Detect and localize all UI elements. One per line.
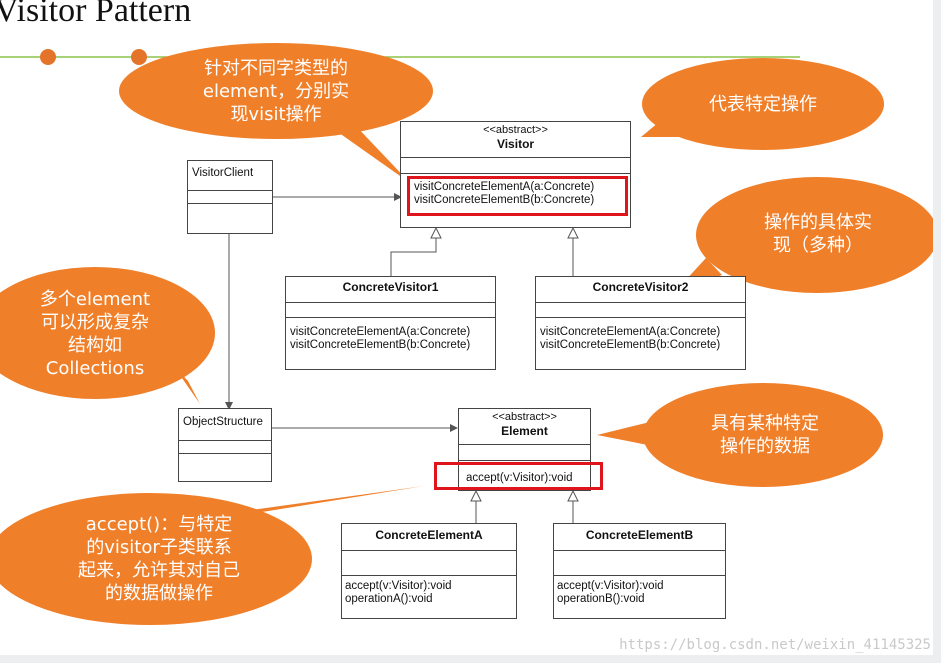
callout-element-visit: 针对不同字类型的 element，分别实 现visit操作 bbox=[140, 48, 412, 134]
callout-specific-op: 代表特定操作 bbox=[645, 80, 881, 128]
visitor-stereotype: <<abstract>> bbox=[483, 124, 548, 136]
gen-arrow-ceb bbox=[567, 489, 579, 502]
object-structure-name: ObjectStructure bbox=[183, 416, 263, 428]
arrowhead-client-structure bbox=[225, 402, 233, 410]
title-bullet-2 bbox=[131, 49, 147, 65]
concrete-visitor2-name: ConcreteVisitor2 bbox=[592, 280, 689, 294]
concrete-element-a-name: ConcreteElementA bbox=[375, 528, 483, 542]
callout-data-text: 具有某种特定 操作的数据 bbox=[711, 413, 819, 457]
bubble-accept bbox=[0, 486, 424, 625]
concrete-element-a-op-operation: operationA():void bbox=[345, 593, 433, 605]
edge-cv1-visitor bbox=[390, 238, 437, 276]
callout-accept-text: accept()：与特定 的visitor子类联系 起来，允许其对自己 的数据做… bbox=[78, 514, 240, 604]
element-op-accept: accept(v:Visitor):void bbox=[466, 472, 573, 484]
class-visitor-client[interactable]: VisitorClient bbox=[187, 160, 273, 234]
class-visitor[interactable]: <<abstract>> Visitor visitConcreteElemen… bbox=[400, 121, 631, 228]
class-concrete-element-a[interactable]: ConcreteElementA accept(v:Visitor):void … bbox=[341, 523, 517, 619]
watermark: https://blog.csdn.net/weixin_41145325 bbox=[619, 637, 931, 653]
class-concrete-element-b[interactable]: ConcreteElementB accept(v:Visitor):void … bbox=[553, 523, 726, 619]
concrete-element-b-op-operation: operationB():void bbox=[557, 593, 645, 605]
concrete-element-b-name: ConcreteElementB bbox=[585, 528, 694, 542]
concrete-visitor2-op-b: visitConcreteElementB(b:Concrete) bbox=[540, 339, 721, 351]
highlight-visitor-ops bbox=[407, 176, 628, 216]
callout-structure: 多个element 可以形成复杂 结构如 Collections bbox=[0, 278, 190, 390]
element-name: Element bbox=[501, 424, 548, 438]
arrowhead-client-visitor bbox=[394, 193, 402, 201]
arrowhead-structure-element bbox=[450, 424, 458, 432]
concrete-element-b-op-accept: accept(v:Visitor):void bbox=[557, 580, 664, 592]
callout-impl: 操作的具体实 现（多种） bbox=[700, 200, 936, 268]
visitor-op-a: visitConcreteElementA(a:Concrete) bbox=[414, 181, 595, 193]
title-bullet-1 bbox=[40, 49, 56, 65]
gen-arrow-cv2 bbox=[567, 226, 579, 239]
callout-structure-text: 多个element 可以形成复杂 结构如 Collections bbox=[39, 289, 151, 379]
page-title: Visitor Pattern bbox=[0, 0, 192, 29]
callout-accept: accept()：与特定 的visitor子类联系 起来，允许其对自己 的数据做… bbox=[20, 503, 298, 615]
concrete-element-a-op-accept: accept(v:Visitor):void bbox=[345, 580, 452, 592]
callout-specific-op-text: 代表特定操作 bbox=[709, 93, 817, 115]
bubble-structure bbox=[0, 267, 215, 404]
class-element[interactable]: <<abstract>> Element accept(v:Visitor):v… bbox=[458, 408, 591, 491]
bubble-specific-op bbox=[641, 58, 884, 150]
concrete-visitor2-op-a: visitConcreteElementA(a:Concrete) bbox=[540, 326, 721, 338]
callout-data: 具有某种特定 操作的数据 bbox=[650, 400, 880, 470]
visitor-name: Visitor bbox=[496, 137, 535, 151]
gen-arrow-cv1 bbox=[430, 226, 442, 239]
class-object-structure[interactable]: ObjectStructure bbox=[178, 408, 272, 482]
bubble-element-visit bbox=[119, 43, 433, 183]
class-concrete-visitor2[interactable]: ConcreteVisitor2 visitConcreteElementA(a… bbox=[535, 276, 746, 370]
class-concrete-visitor1[interactable]: ConcreteVisitor1 visitConcreteElementA(a… bbox=[285, 276, 496, 370]
concrete-visitor1-op-b: visitConcreteElementB(b:Concrete) bbox=[290, 339, 471, 351]
callout-impl-text: 操作的具体实 现（多种） bbox=[764, 212, 872, 256]
concrete-visitor1-op-a: visitConcreteElementA(a:Concrete) bbox=[290, 326, 471, 338]
element-stereotype: <<abstract>> bbox=[492, 411, 557, 423]
bottom-edge-bar bbox=[0, 655, 941, 663]
visitor-op-b: visitConcreteElementB(b:Concrete) bbox=[414, 194, 595, 206]
bubble-data bbox=[597, 383, 883, 487]
gen-arrow-cea bbox=[470, 489, 482, 502]
right-edge-bar bbox=[933, 0, 941, 663]
highlight-element-accept bbox=[434, 462, 603, 490]
callout-element-visit-text: 针对不同字类型的 element，分别实 现visit操作 bbox=[202, 57, 350, 125]
visitor-client-name: VisitorClient bbox=[192, 167, 254, 179]
concrete-visitor1-name: ConcreteVisitor1 bbox=[342, 280, 439, 294]
